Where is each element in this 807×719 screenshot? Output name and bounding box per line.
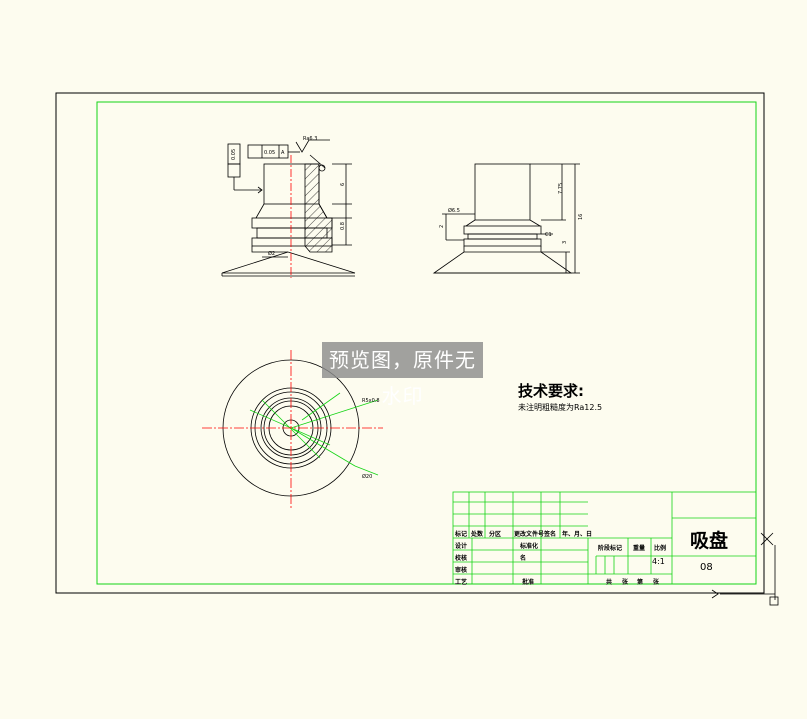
row-design: 设计 [455,543,468,550]
dim-mid: 0.8 [340,222,346,230]
approve-label: 批准 [522,579,535,586]
dim-right-h2: 16 [578,214,584,220]
sheets-no: 第 [637,579,644,586]
scale-value: 4:1 [652,557,665,566]
dim-top: 6 [340,183,346,186]
tech-requirements-line: 未注明粗糙度为Ra12.5 [518,403,603,412]
dim-bottom-r: R5x0.8 [362,398,380,404]
tech-requirements-title: 技术要求: [518,382,584,400]
dim-bottom-phi: Ø20 [362,473,372,480]
hdr-count: 处数 [471,531,484,538]
dim-right-h3: 2 [439,225,445,228]
flatness-label: 0.05 [231,149,237,160]
crosshair-cursor [711,532,779,606]
dim-right-h1: 7.75 [558,183,564,194]
hdr-sign: 签名 [544,531,557,538]
dim-right-c: C1 [545,232,552,238]
part-name: 吸盘 [690,530,729,552]
row-process: 工艺 [455,579,468,586]
hdr-date: 年、月、日 [562,531,593,538]
row-review: 审核 [455,567,468,574]
hdr-mark: 标记 [455,531,468,538]
scale-label: 比例 [654,545,667,552]
side-view [432,163,580,274]
parallel-tol-label: 0.05 [264,150,275,156]
roughness-label: Ra6.3 [303,136,317,142]
dim-phi-low: Ø2 [268,250,275,257]
top-view-centerlines [202,350,383,510]
std-label: 标准化 [520,543,539,550]
std-value: 名 [520,555,527,562]
dim-right-3: 3 [562,241,568,244]
row-check: 校核 [455,555,468,562]
stage-label: 阶段标记 [598,545,623,552]
weight-label: 重量 [633,545,646,552]
hdr-zone: 分区 [489,531,502,538]
outer-border [55,92,765,594]
top-view-leaders [249,392,379,476]
inner-frame [96,101,757,585]
sheets-unit1: 张 [622,579,629,586]
front-view [221,139,356,277]
sheets-total: 共 [606,579,613,586]
dim-phi-right-top: Ø6.5 [448,207,460,214]
title-block [452,491,757,585]
watermark: 预览图，原件无水印 [322,342,483,408]
drawing-number: 08 [700,562,713,573]
datum-label: A [281,150,285,156]
sheets-unit2: 张 [653,579,660,586]
hdr-doc: 更改文件号 [514,531,545,538]
